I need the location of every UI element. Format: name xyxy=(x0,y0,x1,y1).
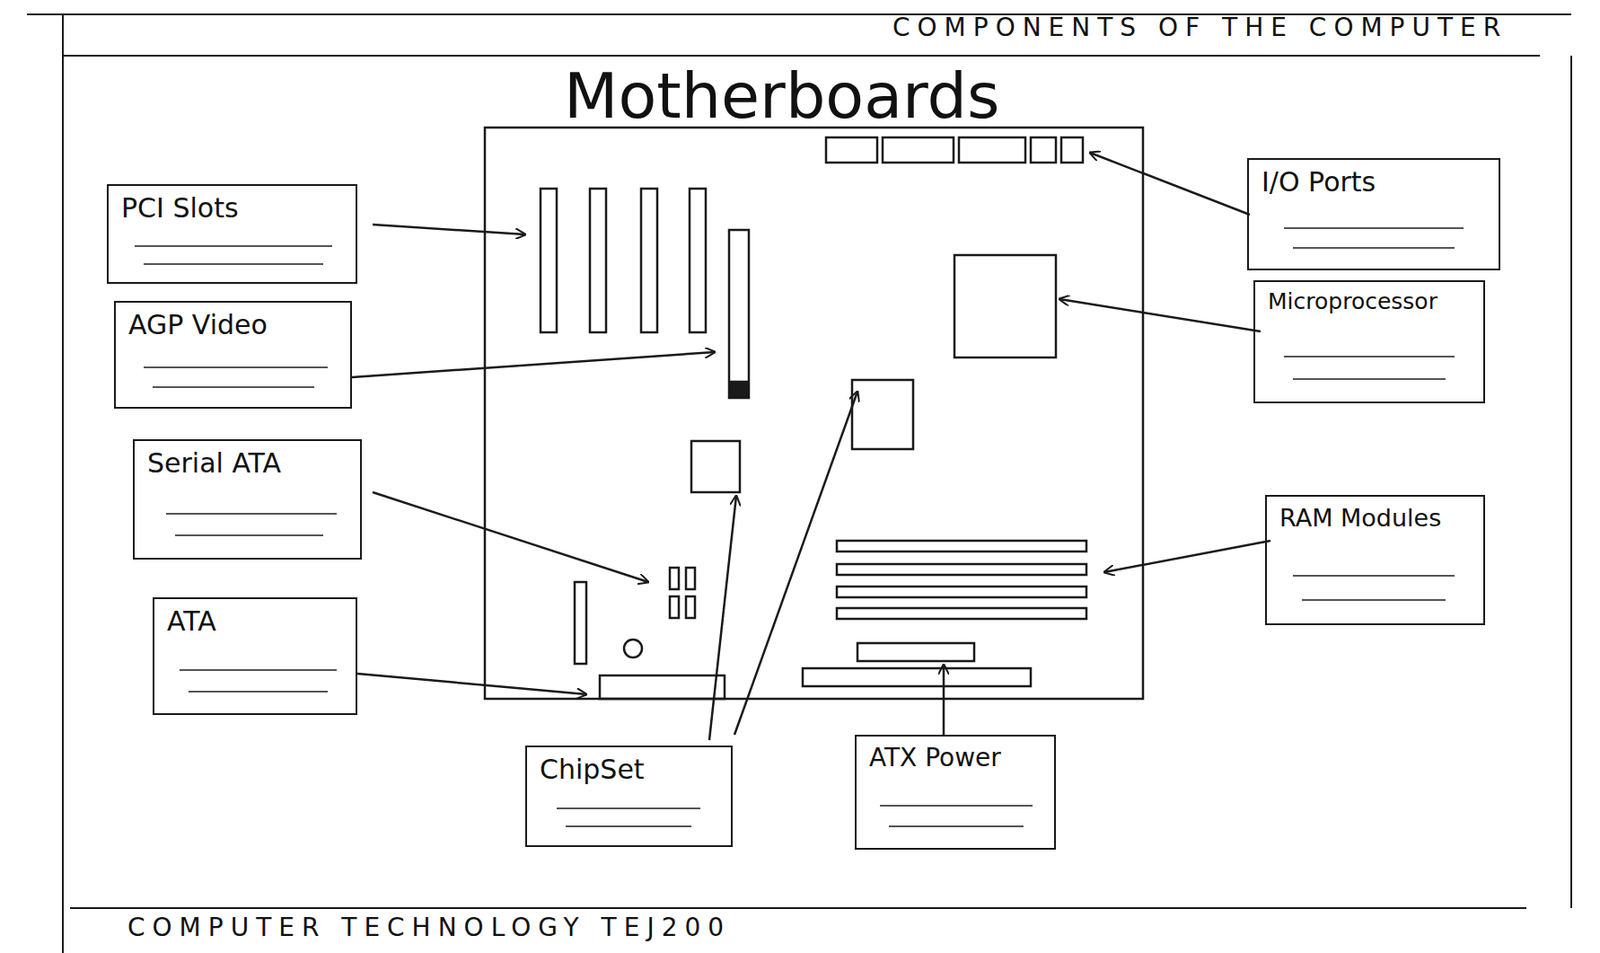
io-port xyxy=(826,137,878,163)
component-name: ATX Power xyxy=(869,743,1042,773)
northbridge-chip xyxy=(852,379,914,449)
placeholder-line xyxy=(1301,598,1446,601)
component-label-box: PCI Slots xyxy=(106,184,358,284)
leader-arrow xyxy=(351,351,715,378)
pci-slot xyxy=(641,188,658,333)
ram-slot xyxy=(836,540,1087,552)
leader-arrow xyxy=(372,492,649,582)
io-port xyxy=(882,137,954,163)
component-label-box: Serial ATA xyxy=(132,439,362,560)
agp-slot-latch xyxy=(730,381,748,396)
frame-line xyxy=(61,14,64,953)
sata-connector xyxy=(685,596,695,618)
io-port xyxy=(958,137,1026,163)
leader-arrow xyxy=(372,224,526,235)
atx-connector xyxy=(857,642,975,661)
component-name: AGP Video xyxy=(128,309,338,342)
page-footer: COMPUTER TECHNOLOGY TEJ200 xyxy=(127,912,731,942)
leader-arrow xyxy=(1090,152,1250,215)
leader-arrow xyxy=(942,664,946,735)
frame-line xyxy=(1570,55,1573,908)
leader-arrows xyxy=(351,152,1271,740)
io-port xyxy=(1061,137,1083,163)
cpu-socket xyxy=(954,254,1056,358)
board-outline xyxy=(484,127,1143,699)
component-name: ChipSet xyxy=(539,754,719,786)
southbridge-chip xyxy=(691,440,740,493)
placeholder-line xyxy=(143,263,324,265)
motherboard xyxy=(484,127,1143,699)
leader-arrow xyxy=(357,673,587,695)
placeholder-line xyxy=(143,366,328,369)
sata-connector xyxy=(685,567,695,590)
leader-arrow xyxy=(709,495,737,740)
placeholder-line xyxy=(565,825,692,827)
io-port xyxy=(1030,137,1056,163)
placeholder-line xyxy=(556,807,701,809)
component-label-box: I/O Ports xyxy=(1247,158,1501,271)
sata-connector xyxy=(669,567,679,590)
ram-slot xyxy=(836,586,1087,598)
placeholder-line xyxy=(879,804,1033,807)
placeholder-line xyxy=(188,690,328,693)
component-name: RAM Modules xyxy=(1279,503,1471,532)
ram-slot xyxy=(836,563,1087,575)
placeholder-line xyxy=(1292,574,1455,577)
placeholder-line xyxy=(1292,378,1446,380)
atx-connector-base xyxy=(802,668,1031,686)
pci-slot xyxy=(540,188,557,333)
component-name: I/O Ports xyxy=(1261,167,1486,199)
diagram-title: Motherboards xyxy=(563,59,1001,133)
agp-slot xyxy=(729,229,749,398)
component-label-box: ATX Power xyxy=(854,734,1056,850)
cmos-battery xyxy=(624,639,642,658)
ram-slot xyxy=(836,607,1087,619)
placeholder-line xyxy=(175,534,324,537)
leader-arrow xyxy=(734,391,858,735)
placeholder-line xyxy=(1283,355,1455,358)
component-name: Serial ATA xyxy=(147,448,348,480)
frame-line xyxy=(70,906,1527,909)
placeholder-line xyxy=(1283,227,1464,229)
component-label-box: AGP Video xyxy=(114,300,352,409)
sata-connector xyxy=(669,596,679,618)
placeholder-line xyxy=(888,825,1024,827)
component-label-box: RAM Modules xyxy=(1265,494,1486,625)
floppy-connector xyxy=(574,581,587,664)
ata-connector xyxy=(599,675,725,699)
component-label-box: Microprocessor xyxy=(1253,280,1486,404)
placeholder-line xyxy=(179,668,337,671)
page-header: COMPONENTS OF THE COMPUTER xyxy=(892,12,1508,43)
component-label-box: ATA xyxy=(152,597,358,715)
component-label-box: ChipSet xyxy=(525,745,733,847)
pci-slot xyxy=(589,188,607,333)
component-name: ATA xyxy=(167,606,343,638)
placeholder-line xyxy=(1292,246,1455,249)
component-name: PCI Slots xyxy=(121,193,343,225)
component-name: Microprocessor xyxy=(1267,289,1471,316)
placeholder-line xyxy=(166,512,337,515)
pci-slot xyxy=(689,188,706,333)
leader-arrow xyxy=(1104,540,1271,572)
placeholder-lines xyxy=(134,228,1464,827)
placeholder-line xyxy=(134,245,333,247)
page-frame xyxy=(26,14,1572,953)
frame-line xyxy=(62,54,1540,57)
placeholder-line xyxy=(152,386,315,388)
leader-arrow xyxy=(1059,298,1261,332)
